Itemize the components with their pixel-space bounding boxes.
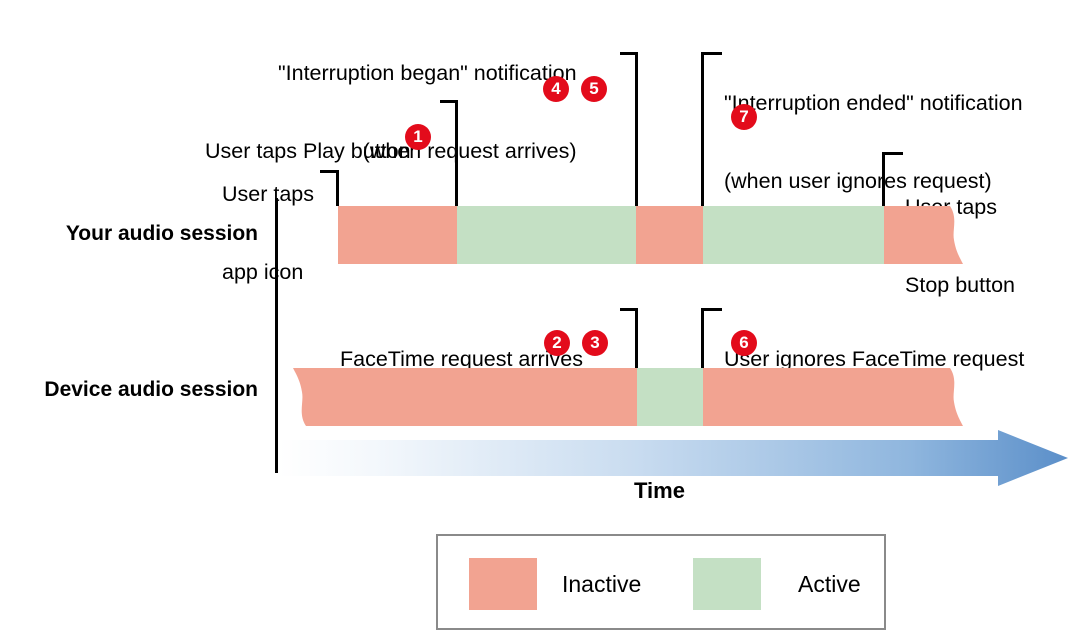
badge-3: 3 — [582, 330, 608, 356]
legend-label-inactive: Inactive — [562, 571, 642, 597]
annotation-interruption-ended-line1: "Interruption ended" notification — [724, 91, 1023, 115]
time-arrow-shape — [278, 430, 1068, 486]
leader-elbow-user-taps-stop — [883, 152, 903, 155]
leader-elbow-user-taps-app-icon — [320, 170, 339, 173]
leader-line-user-taps-stop — [882, 152, 885, 206]
vertical-axis-line — [275, 198, 278, 473]
badge-7: 7 — [731, 104, 757, 130]
leader-line-user-ignores-facetime — [701, 308, 704, 371]
row-label-your-audio-session: Your audio session — [65, 222, 258, 245]
leader-line-facetime-request — [635, 308, 638, 371]
annotation-user-taps-play-line1: User taps Play button — [205, 139, 411, 163]
annotation-interruption-ended: "Interruption ended" notification (when … — [724, 38, 1023, 246]
badge-4: 4 — [543, 76, 569, 102]
track-your-audio-session — [338, 206, 963, 264]
segment-active-1 — [637, 368, 703, 426]
annotation-user-taps-app-icon-line1: User taps — [222, 182, 315, 206]
leader-elbow-user-taps-play — [440, 100, 458, 103]
annotation-interruption-began-line1: "Interruption began" notification — [278, 61, 577, 85]
track1-segments — [338, 206, 963, 264]
segment-inactive-1 — [338, 206, 457, 264]
legend-swatch-active — [693, 558, 761, 610]
time-arrow — [278, 430, 1068, 486]
time-axis-label: Time — [634, 478, 685, 503]
legend: Inactive Active — [436, 534, 886, 630]
legend-swatch-inactive — [469, 558, 537, 610]
badge-6: 6 — [731, 330, 757, 356]
badge-5: 5 — [581, 76, 607, 102]
leader-line-user-taps-play — [455, 100, 458, 206]
segment-inactive-2 — [636, 206, 703, 264]
annotation-user-taps-app-icon: User taps app icon — [222, 129, 314, 337]
track-device-audio-session — [293, 368, 963, 426]
segment-inactive-2-torn-end — [703, 368, 963, 426]
leader-elbow-user-ignores-facetime — [702, 308, 722, 311]
segment-inactive-3-torn-end — [884, 206, 963, 264]
badge-1: 1 — [405, 124, 431, 150]
leader-elbow-interruption-ended — [702, 52, 722, 55]
legend-label-active: Active — [798, 571, 861, 597]
leader-line-user-taps-app-icon — [336, 170, 339, 206]
leader-line-interruption-began — [635, 52, 638, 206]
track2-segments — [293, 368, 963, 426]
annotation-user-taps-app-icon-line2: app icon — [222, 260, 304, 284]
leader-line-interruption-ended — [701, 52, 704, 206]
leader-elbow-facetime-request — [620, 308, 638, 311]
annotation-interruption-ended-line2: (when user ignores request) — [724, 169, 992, 193]
segment-inactive-1-torn-start — [293, 368, 637, 426]
leader-elbow-interruption-began — [620, 52, 638, 55]
badge-2: 2 — [544, 330, 570, 356]
annotation-user-taps-play: User taps Play button — [205, 86, 411, 216]
segment-active-2 — [703, 206, 884, 264]
segment-active-1 — [457, 206, 636, 264]
row-label-device-audio-session: Device audio session — [44, 378, 258, 401]
annotation-user-taps-stop-line2: Stop button — [905, 273, 1015, 297]
